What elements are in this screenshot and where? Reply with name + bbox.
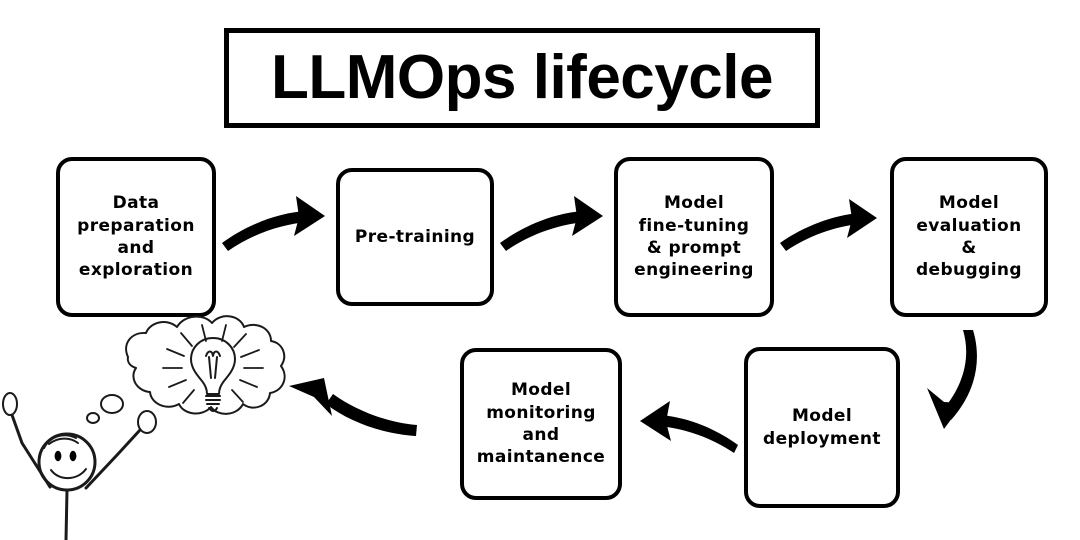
- thought-bubble: [86, 315, 286, 424]
- diagram-title-box: LLMOps lifecycle: [224, 28, 820, 128]
- node-data-preparation-label: Data preparation and exploration: [77, 193, 195, 281]
- node-data-preparation[interactable]: Data preparation and exploration: [56, 157, 216, 317]
- idea-rays: [162, 324, 264, 404]
- node-model-monitoring[interactable]: Model monitoring and maintanence: [460, 348, 622, 500]
- node-model-evaluation-label: Model evaluation & debugging: [915, 193, 1022, 281]
- node-model-fine-tuning-label: Model fine-tuning & prompt engineering: [634, 193, 754, 281]
- arrow-data-prep-to-pre-training: [222, 196, 325, 251]
- stick-figure: [2, 392, 157, 540]
- arrow-deployment-to-monitoring: [640, 401, 738, 453]
- arrow-pre-training-to-fine-tuning: [500, 196, 603, 251]
- arrow-monitoring-to-thinking-person: [289, 378, 417, 436]
- lightbulb-icon: [190, 337, 236, 412]
- arrow-fine-tuning-to-evaluation: [780, 199, 877, 251]
- node-model-evaluation[interactable]: Model evaluation & debugging: [890, 157, 1048, 317]
- node-pre-training-label: Pre-training: [354, 226, 476, 247]
- node-model-fine-tuning[interactable]: Model fine-tuning & prompt engineering: [614, 157, 774, 317]
- node-model-deployment-label: Model deployment: [763, 406, 881, 449]
- arrow-evaluation-to-deployment: [927, 330, 977, 429]
- node-model-deployment[interactable]: Model deployment: [744, 347, 900, 508]
- node-pre-training[interactable]: Pre-training: [336, 168, 494, 306]
- diagram-title: LLMOps lifecycle: [271, 43, 773, 112]
- node-model-monitoring-label: Model monitoring and maintanence: [476, 380, 606, 468]
